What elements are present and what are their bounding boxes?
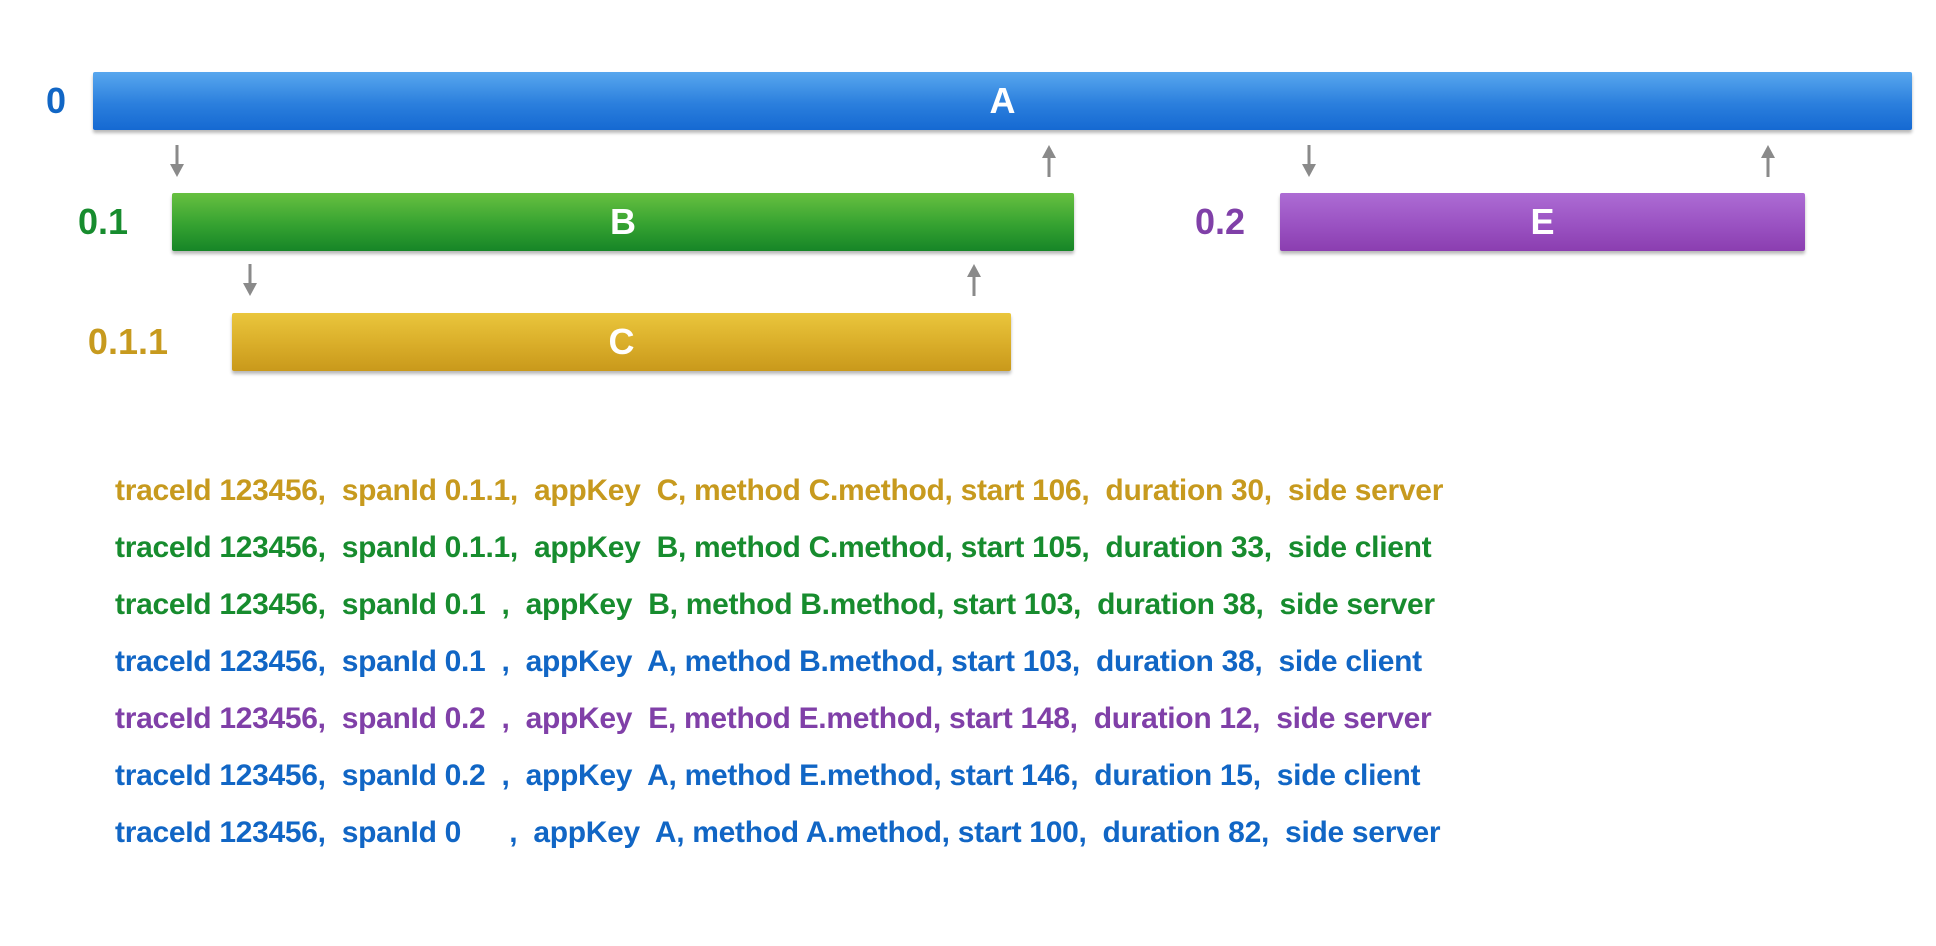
arrow-up-icon — [1041, 144, 1057, 178]
trace-log-line: traceId 123456, spanId 0.1.1, appKey B, … — [115, 531, 1432, 564]
trace-log-line: traceId 123456, spanId 0.1 , appKey A, m… — [115, 645, 1422, 678]
arrow-up-icon — [966, 263, 982, 297]
span-bar-b-label: B — [610, 201, 636, 242]
span-bar-c: C — [232, 313, 1011, 371]
span-bar-b: B — [172, 193, 1074, 251]
arrow-up-icon — [1760, 144, 1776, 178]
arrow-down-icon — [1301, 144, 1317, 178]
trace-log-line: traceId 123456, spanId 0.2 , appKey E, m… — [115, 702, 1432, 735]
arrow-down-icon — [242, 263, 258, 297]
trace-log: traceId 123456, spanId 0.1.1, appKey C, … — [115, 462, 1443, 861]
span-bar-a-label: A — [989, 80, 1016, 121]
span-bar-e: E — [1280, 193, 1805, 251]
span-id-label-0: 0 — [45, 80, 66, 121]
span-bar-a: A — [93, 72, 1912, 130]
trace-log-line: traceId 123456, spanId 0.1 , appKey B, m… — [115, 588, 1435, 621]
span-bar-e-label: E — [1530, 201, 1555, 242]
arrow-down-icon — [169, 144, 185, 178]
trace-log-line: traceId 123456, spanId 0.1.1, appKey C, … — [115, 474, 1444, 507]
span-id-label-0-1-1: 0.1.1 — [87, 321, 168, 362]
span-bar-c-label: C — [608, 321, 635, 362]
trace-log-line: traceId 123456, spanId 0.2 , appKey A, m… — [115, 759, 1421, 792]
span-id-label-0-1: 0.1 — [77, 201, 128, 242]
span-id-label-0-2: 0.2 — [1194, 201, 1245, 242]
trace-log-line: traceId 123456, spanId 0 , appKey A, met… — [115, 816, 1441, 849]
